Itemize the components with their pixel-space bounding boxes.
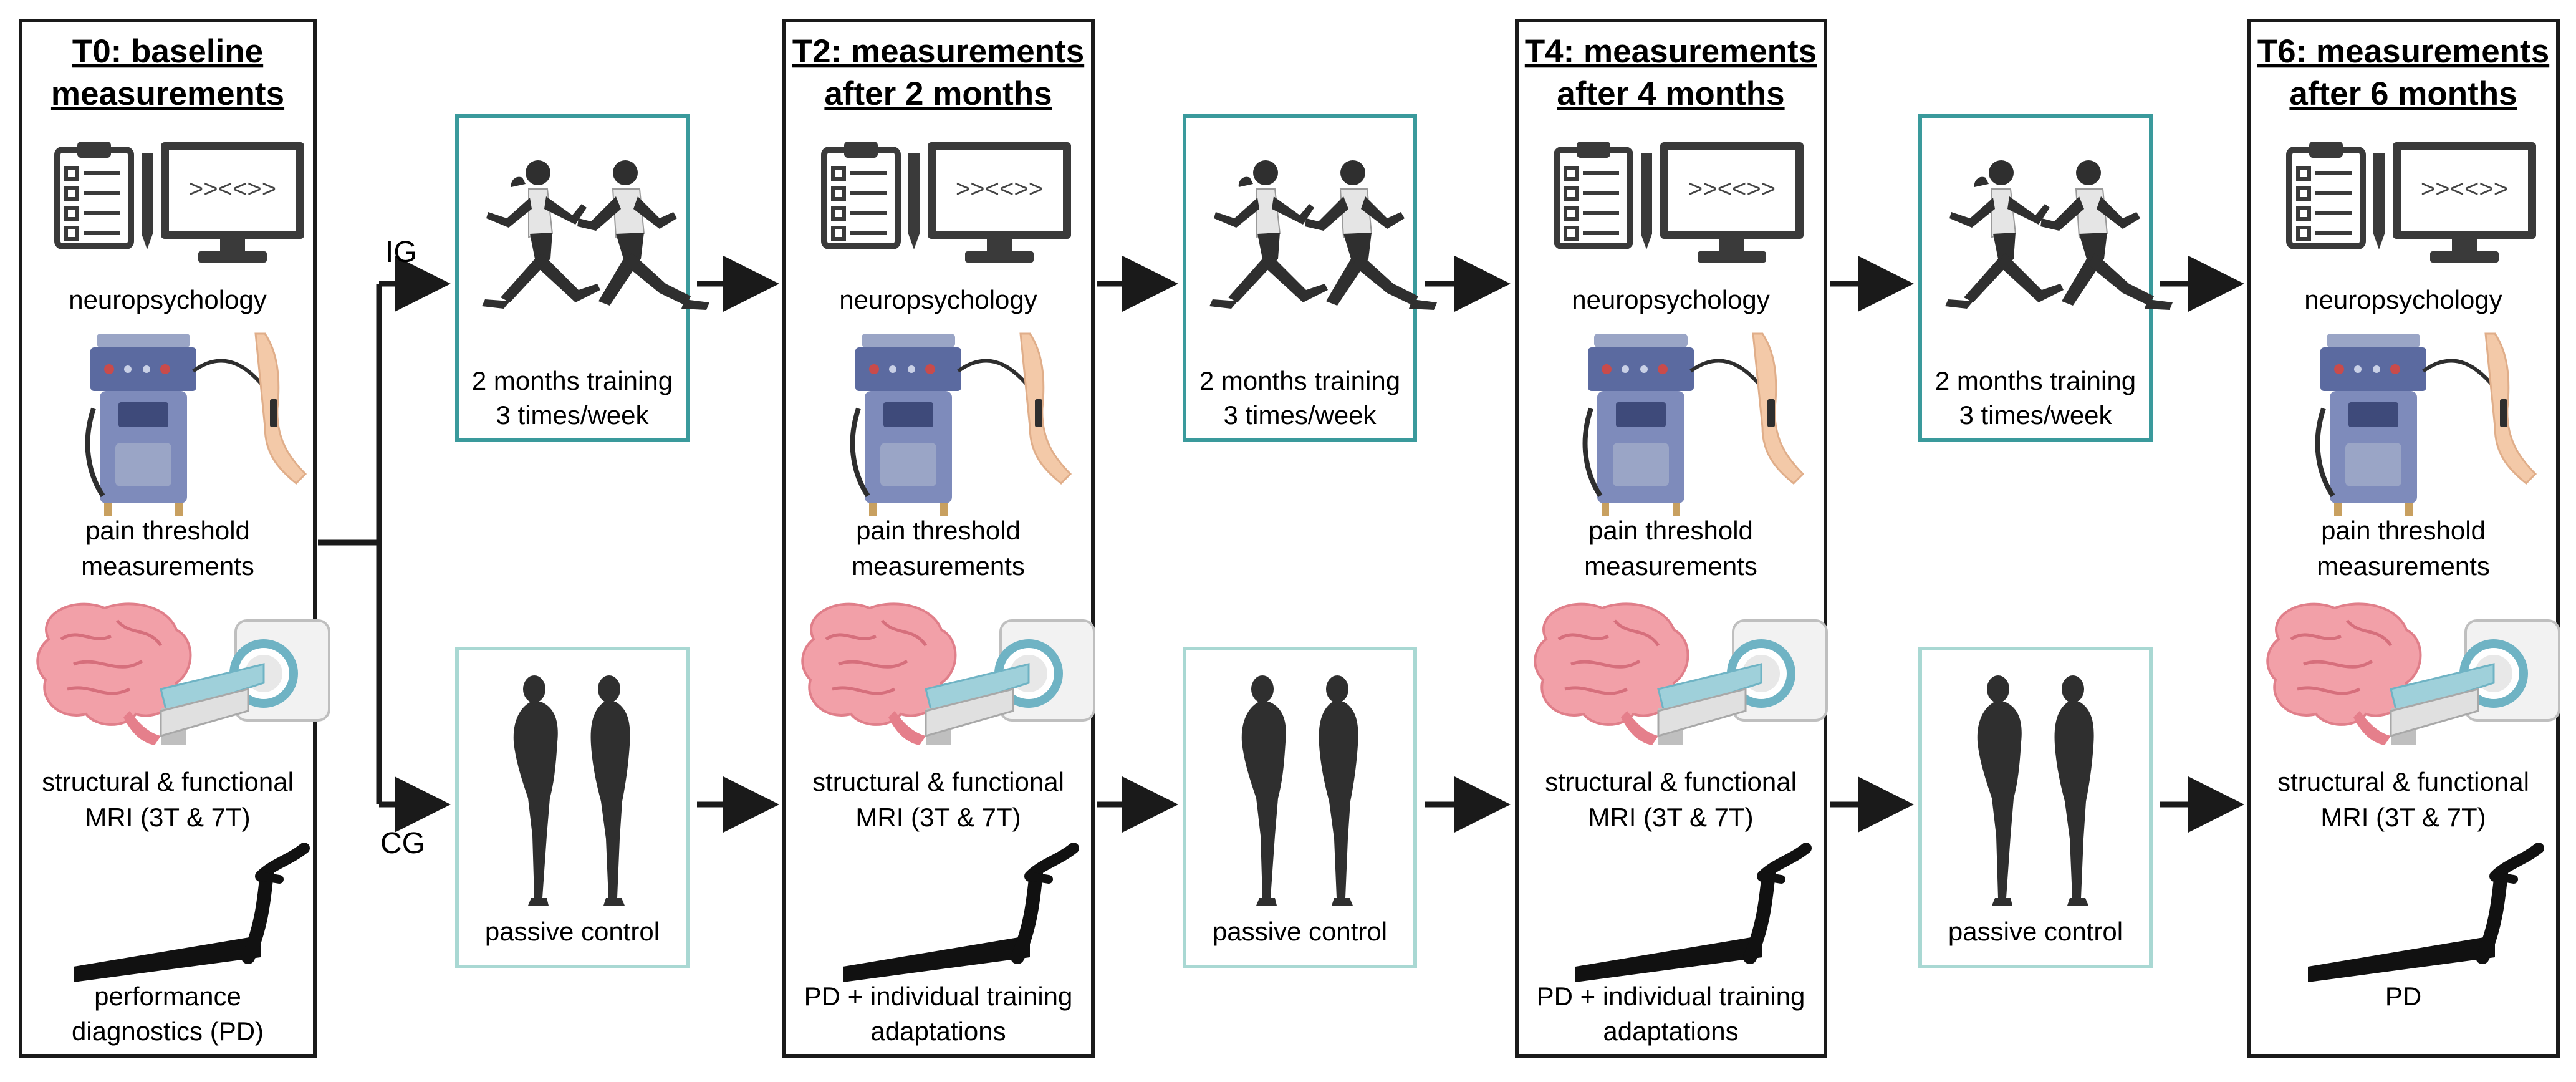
pd-label: PD + individual training (1537, 982, 1805, 1011)
brain-mri-icon (802, 604, 1094, 745)
timepoint-frame (19, 19, 317, 1058)
pain-threshold-label: pain threshold (85, 516, 250, 545)
monitor-screen-text: >><<>> (956, 175, 1043, 203)
treadmill-icon (1575, 848, 1806, 982)
pain-threshold-label: measurements (1584, 551, 1757, 581)
standing-people-icon (1241, 675, 1358, 906)
training-phase-1: 2 months training 3 times/week (472, 160, 710, 430)
training-phase-3: 2 months training 3 times/week (1935, 160, 2173, 430)
timepoint-frame (1515, 19, 1827, 1058)
timepoint-t2: T2: measurements after 2 months >><<>> n… (792, 33, 1094, 1046)
pd-label: adaptations (1603, 1017, 1738, 1046)
passive-control-label: passive control (1948, 917, 2123, 946)
treadmill-icon (2308, 848, 2539, 982)
timepoint-title: T2: measurements (792, 33, 1084, 70)
pd-label: PD + individual training (804, 982, 1073, 1011)
runners-icon (481, 160, 710, 311)
control-phase-3: passive control (1948, 675, 2123, 946)
training-box (1918, 114, 2153, 442)
neuropsychology-label: neuropsychology (839, 285, 1037, 314)
clipboard-icon (2289, 142, 2385, 249)
pain-threshold-device-icon (853, 334, 1070, 516)
training-duration-label: 2 months training (472, 366, 673, 395)
timepoint-title: T4: measurements (1525, 33, 1817, 70)
mri-label: structural & functional (2277, 767, 2529, 796)
pain-threshold-device-icon (1585, 334, 1803, 516)
brain-mri-icon (37, 604, 329, 745)
runners-icon (1944, 160, 2173, 311)
control-phase-2: passive control (1213, 675, 1387, 946)
clipboard-icon (1557, 142, 1652, 249)
neuropsychology-label: neuropsychology (1572, 285, 1770, 314)
treadmill-icon (843, 848, 1074, 982)
passive-control-label: passive control (485, 917, 660, 946)
group-split-connector (318, 284, 382, 804)
ig-label: IG (385, 236, 417, 269)
timepoint-title: T0: baseline (72, 33, 263, 70)
training-phase-2: 2 months training 3 times/week (1199, 160, 1438, 430)
timepoint-title: after 4 months (1557, 75, 1784, 112)
control-box (455, 647, 690, 968)
training-duration-label: 2 months training (1199, 366, 1400, 395)
control-box (1918, 647, 2153, 968)
mri-label: MRI (3T & 7T) (855, 803, 1021, 832)
runners-icon (1209, 160, 1438, 311)
pd-label: performance (94, 982, 241, 1011)
timepoint-title: after 6 months (2289, 75, 2517, 112)
training-frequency-label: 3 times/week (496, 400, 649, 430)
passive-control-label: passive control (1213, 917, 1387, 946)
clipboard-icon (57, 142, 153, 249)
pain-threshold-label: measurements (852, 551, 1025, 581)
mri-label: structural & functional (1545, 767, 1797, 796)
training-frequency-label: 3 times/week (1959, 400, 2112, 430)
pain-threshold-device-icon (88, 334, 305, 516)
brain-mri-icon (2267, 604, 2559, 745)
treadmill-icon (74, 848, 304, 982)
training-frequency-label: 3 times/week (1223, 400, 1377, 430)
neuropsychology-label: neuropsychology (69, 285, 267, 314)
timepoint-title: measurements (51, 75, 284, 112)
control-box (1183, 647, 1417, 968)
control-phase-1: passive control (485, 675, 660, 946)
pain-threshold-label: pain threshold (2321, 516, 2486, 545)
pain-threshold-device-icon (2318, 334, 2535, 516)
standing-people-icon (1977, 675, 2094, 906)
timepoint-t6: T6: measurements after 6 months >><<>> n… (2257, 33, 2559, 1011)
timepoint-t0: T0: baseline measurements >><<>> neurops… (37, 33, 329, 1046)
mri-label: MRI (3T & 7T) (2320, 803, 2486, 832)
pd-label: PD (2385, 982, 2421, 1011)
monitor-screen-text: >><<>> (189, 175, 276, 203)
timepoint-frame (2247, 19, 2560, 1058)
pain-threshold-label: pain threshold (856, 516, 1021, 545)
cg-label: CG (380, 827, 425, 860)
standing-people-icon (513, 675, 630, 906)
pd-label: diagnostics (PD) (72, 1017, 264, 1046)
pd-label: adaptations (870, 1017, 1006, 1046)
mri-label: structural & functional (42, 767, 294, 796)
training-box (1183, 114, 1417, 442)
pain-threshold-label: pain threshold (1588, 516, 1753, 545)
brain-mri-icon (1535, 604, 1827, 745)
flow-arrows (697, 256, 2244, 833)
clipboard-icon (824, 142, 920, 249)
training-duration-label: 2 months training (1935, 366, 2136, 395)
mri-label: MRI (3T & 7T) (85, 803, 250, 832)
timepoint-t4: T4: measurements after 4 months >><<>> n… (1525, 33, 1827, 1046)
neuropsychology-label: neuropsychology (2304, 285, 2502, 314)
pain-threshold-label: measurements (2317, 551, 2490, 581)
mri-label: MRI (3T & 7T) (1588, 803, 1753, 832)
timepoint-title: T6: measurements (2257, 33, 2549, 70)
mri-label: structural & functional (812, 767, 1064, 796)
pain-threshold-label: measurements (81, 551, 254, 581)
timepoint-frame (782, 19, 1095, 1058)
timepoint-title: after 2 months (824, 75, 1052, 112)
training-box (455, 114, 690, 442)
monitor-screen-text: >><<>> (1688, 175, 1776, 203)
monitor-screen-text: >><<>> (2421, 175, 2508, 203)
